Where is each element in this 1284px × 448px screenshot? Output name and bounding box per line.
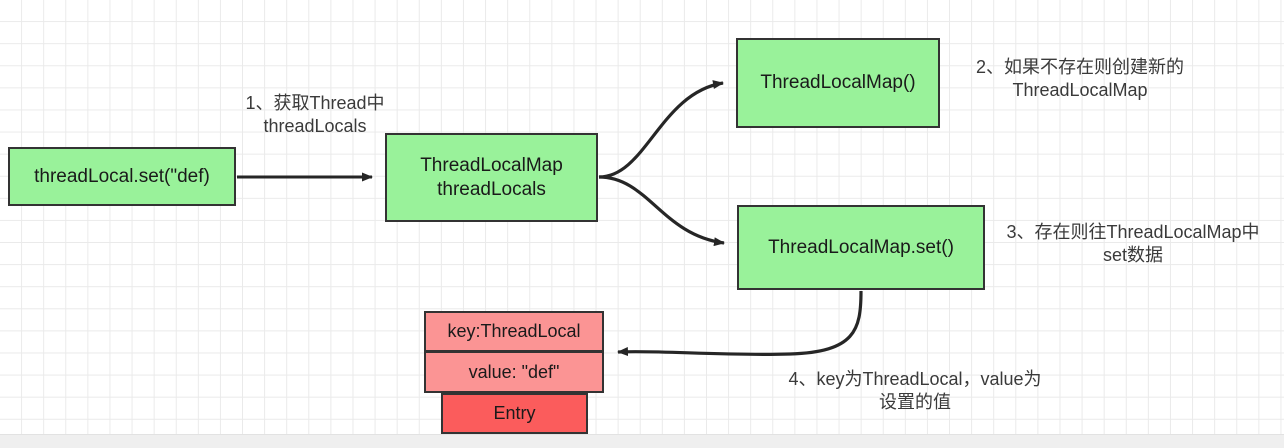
- node-threadlocalmap-constructor[interactable]: ThreadLocalMap(): [736, 38, 940, 128]
- node-threadlocalmap-threadlocals[interactable]: ThreadLocalMap threadLocals: [385, 133, 598, 222]
- node-entry-label[interactable]: Entry: [441, 393, 588, 434]
- node-entry-value[interactable]: value: "def": [424, 351, 604, 393]
- node-entry-key[interactable]: key:ThreadLocal: [424, 311, 604, 352]
- annotation-step-1: 1、获取Thread中 threadLocals: [245, 93, 385, 137]
- annotation-step-4: 4、key为ThreadLocal，value为 设置的值: [788, 369, 1042, 413]
- edge-threadlocals-to-constructor: [598, 80, 724, 179]
- bottom-status-band: [0, 434, 1284, 448]
- edge-threadlocals-to-set: [598, 175, 725, 247]
- annotation-step-2: 2、如果不存在则创建新的 ThreadLocalMap: [975, 57, 1184, 101]
- node-threadlocal-set[interactable]: threadLocal.set("def): [8, 147, 236, 206]
- node-threadlocalmap-set[interactable]: ThreadLocalMap.set(): [737, 205, 985, 290]
- edge-set-to-entry: [617, 290, 863, 357]
- annotation-step-3: 3、存在则往ThreadLocalMap中 set数据: [1006, 222, 1260, 266]
